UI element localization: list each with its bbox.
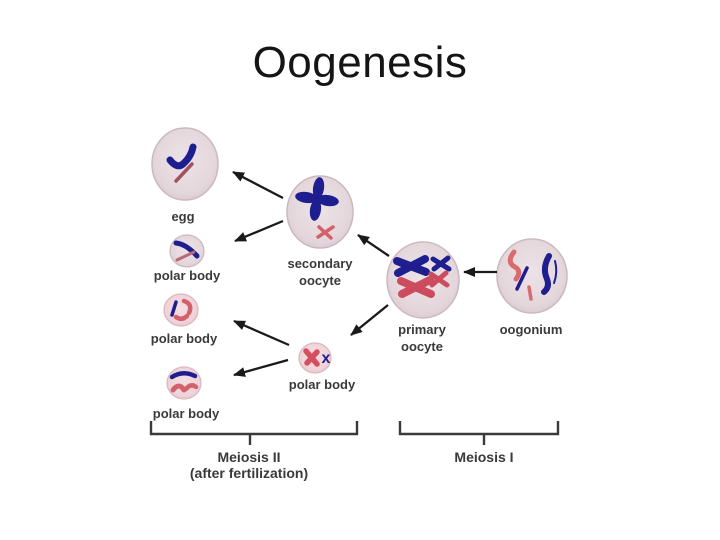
egg-label: egg <box>171 209 194 224</box>
primary-oocyte-small-red-chromosome <box>428 270 450 288</box>
polar-body-3-blue-chromosome <box>169 371 198 380</box>
polar-body-2-blue-chromosome <box>170 300 178 317</box>
secondary-oocyte-label-line2: oocyte <box>299 273 341 288</box>
primary-oocyte-label-line2: oocyte <box>401 339 443 354</box>
page-title: Oogenesis <box>252 38 468 87</box>
oogonium-cell <box>496 238 568 314</box>
polar-body-1-label: polar body <box>154 268 221 283</box>
secondary-oocyte-blue-chromosome <box>295 177 339 221</box>
polar-body-2-red-chromosome-a <box>181 298 193 316</box>
oogonium-blue-chromosome-c <box>553 260 558 284</box>
polar-body-1-cell <box>169 234 205 268</box>
meiosis-2-label-line2: (after fertilization) <box>190 465 308 481</box>
egg-blue-chromosome <box>166 143 197 170</box>
primary-oocyte-cell <box>386 241 460 319</box>
meiosis-1-label: Meiosis I <box>454 449 513 465</box>
polar-body-1-body <box>169 234 205 268</box>
stage-brackets <box>149 421 560 445</box>
egg-red-chromosome <box>174 162 194 183</box>
polar-body-3-red-chromosome-b <box>183 383 199 392</box>
oogonium-blue-chromosome-a <box>515 266 529 291</box>
oogonium-red-chromosome-a <box>507 249 522 282</box>
polar-body-3-red-chromosome-a <box>170 383 187 393</box>
arrow-polar-body-mid-to-polar-body-2 <box>233 319 290 347</box>
polar-body-2-body <box>163 293 199 327</box>
oogonium-red-chromosome-b <box>527 285 533 301</box>
arrow-secondary-to-egg <box>232 170 284 200</box>
polar-body-mid-cell: x <box>298 342 332 374</box>
secondary-oocyte-cell <box>286 175 354 249</box>
arrows <box>232 170 497 377</box>
polar-body-1-blue-chromosome <box>173 240 200 259</box>
polar-body-2-cell <box>163 293 199 327</box>
polar-body-1-red-chromosome <box>175 250 196 262</box>
secondary-oocyte-red-chromosome <box>316 225 335 240</box>
polar-body-2-red-chromosome-b <box>173 313 190 321</box>
secondary-oocyte-label-line1: secondary <box>287 256 353 271</box>
polar-body-mid-red-chromosome <box>303 348 320 367</box>
polar-body-mid-blue-x-chromosome: x <box>322 350 331 367</box>
arrow-primary-to-secondary <box>357 234 390 257</box>
polar-body-3-label: polar body <box>153 406 220 421</box>
egg-cell <box>151 127 219 201</box>
oogonium-label: oogonium <box>500 322 563 337</box>
polar-body-2-label: polar body <box>151 331 218 346</box>
meiosis-2-label-line1: Meiosis II <box>217 449 280 465</box>
primary-oocyte-label-line1: primary <box>398 322 446 337</box>
arrow-secondary-to-polar-body-1 <box>234 219 284 243</box>
meiosis-2-bracket <box>149 421 359 436</box>
primary-oocyte-big-blue-chromosome <box>393 255 430 277</box>
primary-oocyte-small-blue-chromosome <box>430 255 452 272</box>
meiosis-1-bracket <box>398 421 560 436</box>
polar-body-mid-label: polar body <box>289 377 356 392</box>
primary-oocyte-big-red-chromosome <box>397 276 435 298</box>
oogonium-blue-chromosome-b <box>541 253 552 295</box>
polar-body-3-cell <box>166 366 202 400</box>
arrow-polar-body-mid-to-polar-body-3 <box>233 358 289 377</box>
arrow-primary-to-polar-body-mid <box>350 304 389 336</box>
